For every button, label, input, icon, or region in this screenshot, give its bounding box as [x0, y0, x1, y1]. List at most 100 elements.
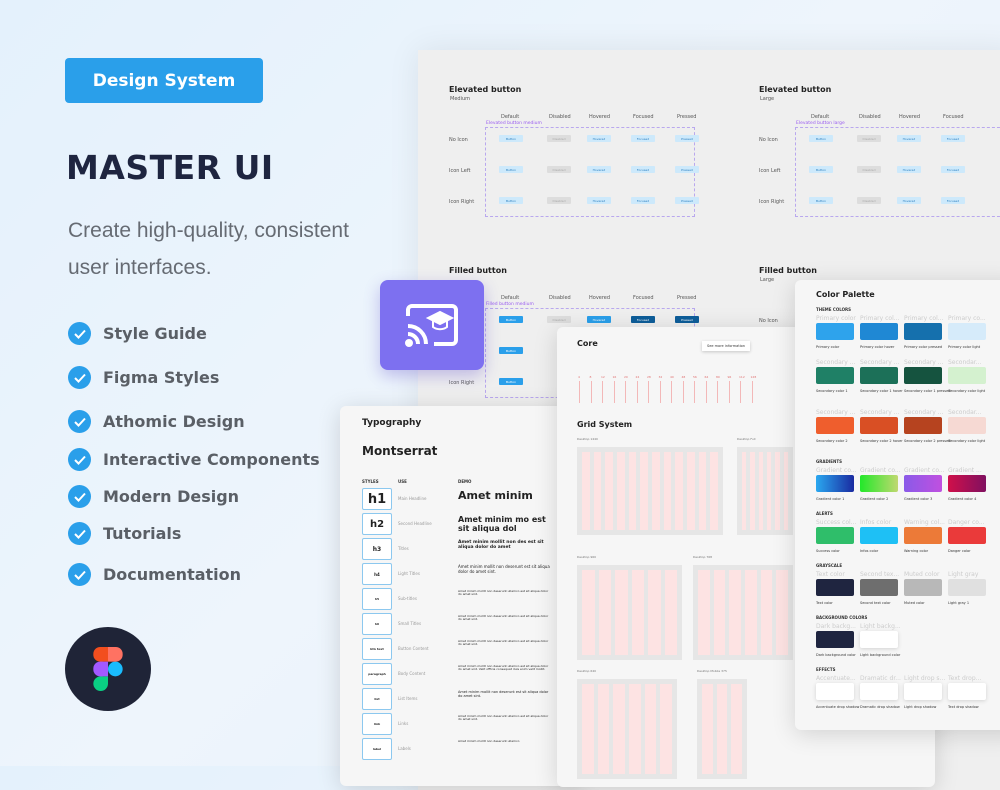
- spacing-line: [705, 381, 707, 403]
- palette-group-title: THEME COLORS: [816, 307, 852, 312]
- sample-button[interactable]: Button: [499, 135, 523, 142]
- sample-button[interactable]: Button: [809, 197, 833, 204]
- spacing-label: 56: [693, 375, 697, 379]
- check-circle-icon: [68, 485, 91, 508]
- swatch-label: Text drop shadow: [948, 705, 979, 709]
- sample-button[interactable]: Hovered: [897, 166, 921, 173]
- frame-label: Filled button medium: [486, 302, 534, 307]
- sample-button[interactable]: Disabled: [857, 135, 881, 142]
- sample-button[interactable]: Disabled: [857, 166, 881, 173]
- color-swatch[interactable]: [948, 579, 986, 596]
- color-swatch[interactable]: [816, 323, 854, 340]
- sample-button[interactable]: Focused: [941, 135, 965, 142]
- sample-button[interactable]: Disabled: [547, 197, 571, 204]
- swatch-label: Light drop shadow: [904, 705, 937, 709]
- spacing-line: [751, 381, 753, 403]
- sample-button[interactable]: Hovered: [587, 166, 611, 173]
- color-swatch[interactable]: [860, 683, 898, 700]
- sample-button[interactable]: Button: [809, 135, 833, 142]
- check-circle-icon: [68, 366, 91, 389]
- core-title: Core: [577, 339, 598, 348]
- sample-button[interactable]: Pressed: [675, 166, 699, 173]
- color-swatch[interactable]: [904, 527, 942, 544]
- sample-button[interactable]: Hovered: [587, 197, 611, 204]
- sample-button[interactable]: Focused: [941, 197, 965, 204]
- color-swatch[interactable]: [816, 683, 854, 700]
- grid-column: [605, 452, 614, 530]
- sample-button[interactable]: Hovered: [587, 135, 611, 142]
- spacing-label: 48: [681, 375, 686, 379]
- sample-button[interactable]: Hovered: [587, 316, 611, 323]
- spacing-label: 32: [658, 375, 663, 379]
- sample-button[interactable]: Button: [499, 378, 523, 385]
- color-swatch[interactable]: [816, 417, 854, 434]
- sample-button[interactable]: Button: [499, 197, 523, 204]
- color-swatch[interactable]: [904, 367, 942, 384]
- color-swatch[interactable]: [904, 683, 942, 700]
- color-swatch[interactable]: [948, 683, 986, 700]
- sample-button[interactable]: Button: [499, 316, 523, 323]
- color-swatch[interactable]: [860, 367, 898, 384]
- color-swatch[interactable]: [816, 631, 854, 648]
- style-demo: Amet minim mollit non deserunt ullamco e…: [458, 639, 549, 647]
- sample-button[interactable]: Focused: [631, 316, 655, 323]
- sample-button[interactable]: Button: [809, 166, 833, 173]
- see-more-info-button[interactable]: See more information: [702, 341, 751, 351]
- sample-button[interactable]: Hovered: [897, 135, 921, 142]
- feature-label: Modern Design: [103, 487, 240, 506]
- column-header: Disabled: [549, 114, 571, 120]
- color-swatch[interactable]: [904, 579, 942, 596]
- color-swatch[interactable]: [860, 579, 898, 596]
- color-swatch[interactable]: [816, 475, 854, 492]
- sample-button[interactable]: Focused: [631, 197, 655, 204]
- color-swatch[interactable]: [904, 323, 942, 340]
- sample-button[interactable]: Focused: [941, 166, 965, 173]
- column-header: Disabled: [859, 114, 881, 120]
- style-use: List Items: [398, 696, 418, 701]
- sample-button[interactable]: Focused: [631, 166, 655, 173]
- color-swatch[interactable]: [904, 417, 942, 434]
- sample-button[interactable]: Button: [499, 347, 523, 354]
- color-swatch[interactable]: [816, 579, 854, 596]
- swatch-label: Secondary color 2: [816, 439, 848, 443]
- sample-button[interactable]: Pressed: [675, 135, 699, 142]
- sample-button[interactable]: Disabled: [857, 197, 881, 204]
- color-swatch[interactable]: [860, 323, 898, 340]
- color-swatch[interactable]: [816, 527, 854, 544]
- sample-button[interactable]: Disabled: [547, 316, 571, 323]
- grid-system-title: Grid System: [577, 420, 633, 429]
- sample-button[interactable]: Button: [499, 166, 523, 173]
- row-label: Icon Left: [759, 168, 781, 174]
- grid-preview: [697, 679, 747, 779]
- spacing-line: [579, 381, 580, 403]
- color-swatch[interactable]: [860, 475, 898, 492]
- sample-button[interactable]: Disabled: [547, 166, 571, 173]
- color-swatch[interactable]: [816, 367, 854, 384]
- color-swatch[interactable]: [948, 527, 986, 544]
- color-swatch[interactable]: [948, 475, 986, 492]
- sample-button[interactable]: Disabled: [547, 135, 571, 142]
- grid-column: [783, 452, 788, 530]
- sample-button[interactable]: Pressed: [675, 316, 699, 323]
- swatch-name: Gradient co...: [816, 467, 857, 474]
- swatch-name: Success col...: [816, 519, 857, 526]
- grid-label: Desktop Mobile 375: [697, 669, 727, 673]
- sample-button[interactable]: Pressed: [675, 197, 699, 204]
- color-swatch[interactable]: [860, 417, 898, 434]
- style-demo: Amet minim: [458, 489, 533, 502]
- color-swatch[interactable]: [904, 475, 942, 492]
- grid-preview: [577, 447, 723, 535]
- color-swatch[interactable]: [948, 323, 986, 340]
- style-use: Titles: [398, 546, 409, 551]
- color-swatch[interactable]: [860, 527, 898, 544]
- color-swatch[interactable]: [948, 367, 986, 384]
- sample-button[interactable]: Focused: [631, 135, 655, 142]
- swatch-label: Gradient color 2: [860, 497, 889, 501]
- color-swatch[interactable]: [860, 631, 898, 648]
- section-size: Large: [760, 96, 775, 102]
- color-swatch[interactable]: [948, 417, 986, 434]
- sample-button[interactable]: Hovered: [897, 197, 921, 204]
